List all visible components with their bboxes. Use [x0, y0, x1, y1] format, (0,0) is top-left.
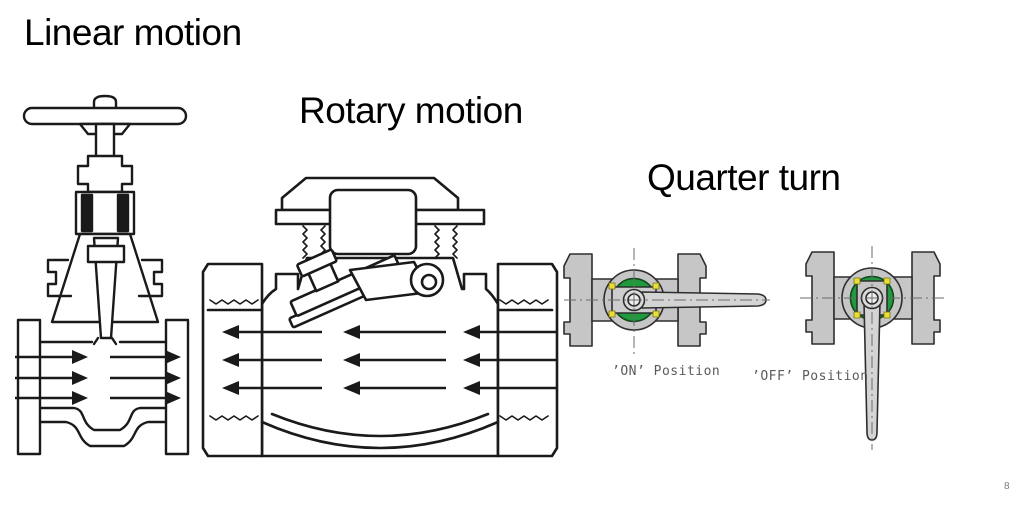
title-rotary-motion: Rotary motion — [299, 90, 523, 131]
channel-bottom — [38, 406, 168, 432]
pipe-thread — [499, 299, 549, 305]
page-number: 8 — [1004, 481, 1010, 492]
seat — [853, 277, 861, 285]
yoke-wing-right — [137, 258, 164, 298]
pipe-thread — [209, 415, 259, 421]
bottom-arc-outer — [260, 420, 500, 450]
neck-thread — [452, 225, 458, 259]
flange-left — [563, 253, 593, 347]
seat — [883, 311, 891, 319]
seat — [608, 310, 616, 318]
neck-thread — [434, 225, 440, 259]
neck-thread — [302, 225, 308, 259]
seat — [853, 311, 861, 319]
label-on-position: ’ON’ Position — [612, 364, 721, 379]
cap-inner — [328, 188, 418, 256]
gland-collar — [76, 154, 134, 194]
hinge-pin-hole — [420, 273, 438, 291]
pipe-thread — [499, 415, 549, 421]
label-off-position: ’OFF’ Position — [752, 369, 869, 384]
ball-valve-on-diagram — [563, 248, 770, 354]
seat — [883, 277, 891, 285]
seat — [652, 282, 660, 290]
disc-bolt-cap — [296, 248, 338, 278]
gate-valve-diagram — [15, 94, 190, 456]
yoke-wing-left — [46, 258, 73, 298]
packing-right — [116, 193, 130, 233]
seat — [652, 310, 660, 318]
sump-outer — [38, 420, 168, 448]
packing-left — [80, 193, 94, 233]
flow-arrows-left — [222, 325, 556, 395]
pipe-thread — [209, 299, 259, 305]
bottom-arc-inner — [270, 412, 490, 438]
wedge-band — [86, 244, 126, 264]
inlet-flange — [16, 318, 42, 456]
ball-valve-off-diagram — [800, 246, 946, 450]
flow-arrows-right — [15, 350, 181, 405]
seat — [608, 282, 616, 290]
check-valve-diagram — [201, 176, 559, 458]
outlet-flange — [164, 318, 190, 456]
handwheel-bar — [22, 106, 188, 126]
flange-left — [805, 251, 835, 345]
handwheel-knob — [92, 94, 118, 112]
seat-guides — [92, 336, 118, 346]
title-quarter-turn: Quarter turn — [647, 157, 841, 198]
title-linear-motion: Linear motion — [24, 12, 242, 53]
